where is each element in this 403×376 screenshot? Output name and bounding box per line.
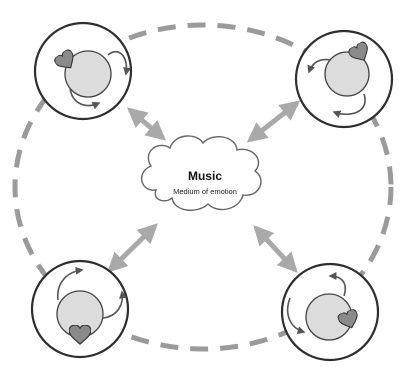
cycle-arrow xyxy=(102,290,127,319)
cycle-arrow xyxy=(307,58,331,74)
cycle-arrow xyxy=(57,266,84,301)
node-top-right xyxy=(294,29,394,129)
cycle-arrow xyxy=(328,272,346,297)
arrow-bottom-left xyxy=(107,223,158,273)
arrow-top-left xyxy=(126,107,167,141)
node-bottom-right xyxy=(280,262,380,362)
dashed-connection-ring xyxy=(12,22,394,352)
cycle-arrow xyxy=(107,50,131,76)
center-title: Music xyxy=(188,169,222,183)
cycle-arrow xyxy=(332,93,366,118)
node-inner-circle xyxy=(324,51,370,97)
arrow-bottom-right xyxy=(253,225,298,273)
cycle-arrow xyxy=(69,87,101,110)
node-inner-circle xyxy=(64,50,112,98)
node-bottom-left xyxy=(30,259,130,359)
node-top-left xyxy=(33,21,133,121)
arrow-top-right xyxy=(246,100,301,143)
center-subtitle: Medium of emotion xyxy=(173,187,237,196)
cycle-arrow xyxy=(286,297,306,335)
center-cloud: Music Medium of emotion xyxy=(141,135,262,211)
